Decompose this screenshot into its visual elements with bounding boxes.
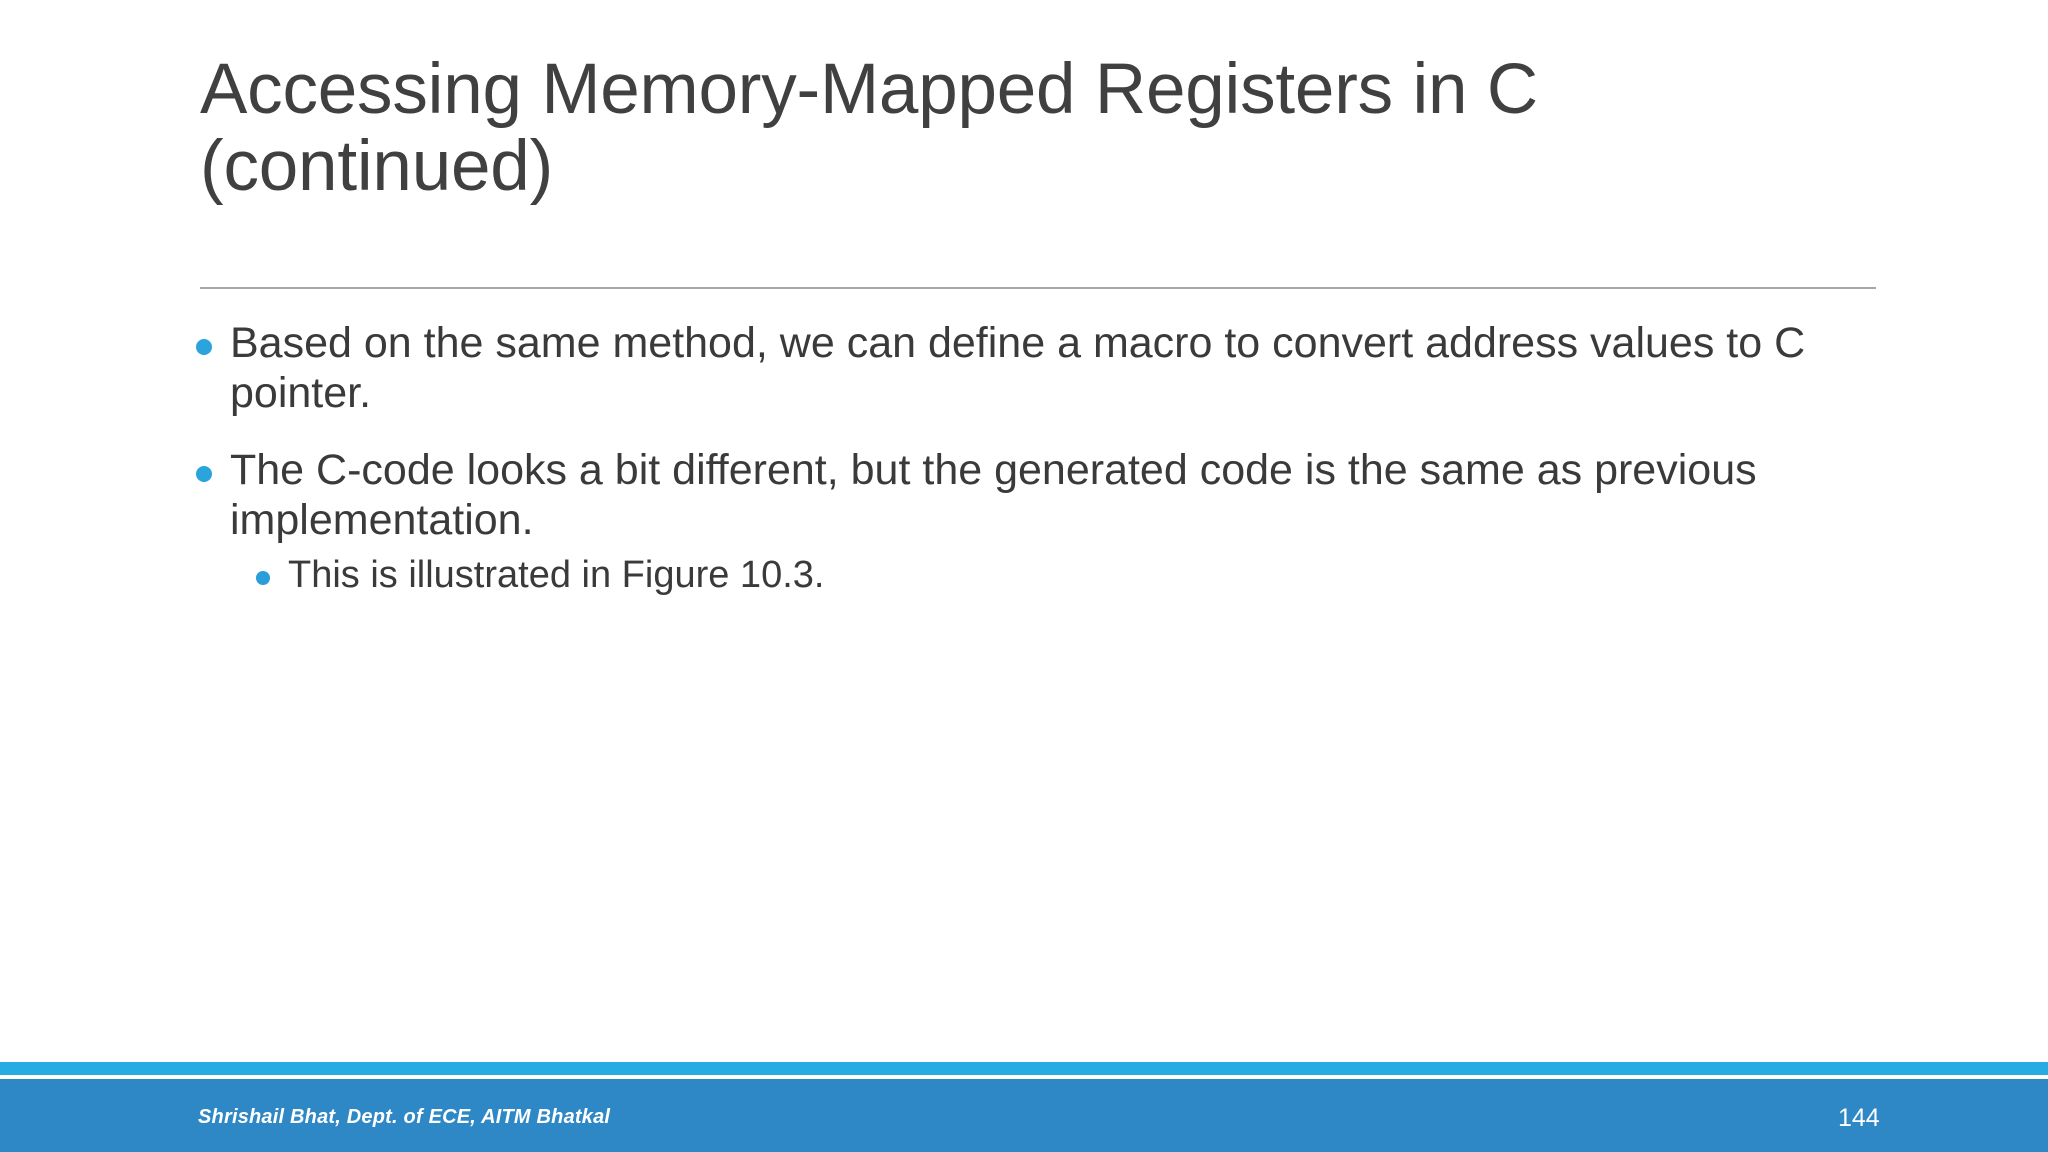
footer-accent-stripe bbox=[0, 1062, 2048, 1075]
sub-bullet-list: This is illustrated in Figure 10.3. bbox=[230, 553, 1885, 598]
list-item-label: Based on the same method, we can define … bbox=[230, 319, 1806, 418]
footer-credit-text: Shrishail Bhat, Dept. of ECE, AITM Bhatk… bbox=[198, 1106, 611, 1128]
sub-list-item: This is illustrated in Figure 10.3. bbox=[242, 553, 1885, 598]
list-item: Based on the same method, we can define … bbox=[185, 318, 1885, 419]
slide-footer bbox=[0, 1062, 2048, 1152]
slide-body: Based on the same method, we can define … bbox=[185, 318, 1885, 624]
page-title: Accessing Memory-Mapped Registers in C (… bbox=[200, 50, 1538, 206]
title-block: Accessing Memory-Mapped Registers in C (… bbox=[200, 50, 1880, 206]
footer-gap-line bbox=[0, 1075, 2048, 1079]
slide-number: 144 bbox=[1838, 1104, 1880, 1132]
bullet-dot-icon bbox=[196, 339, 212, 355]
sub-bullet-dot-icon bbox=[256, 571, 270, 586]
sub-list-item-label: This is illustrated in Figure 10.3. bbox=[288, 554, 825, 597]
list-item: The C-code looks a bit different, but th… bbox=[185, 445, 1885, 598]
title-divider bbox=[200, 287, 1876, 289]
footer-bar bbox=[0, 1079, 2048, 1152]
bullet-dot-icon bbox=[196, 465, 212, 482]
bullet-list: Based on the same method, we can define … bbox=[185, 318, 1885, 598]
list-item-label: The C-code looks a bit different, but th… bbox=[230, 445, 1757, 544]
